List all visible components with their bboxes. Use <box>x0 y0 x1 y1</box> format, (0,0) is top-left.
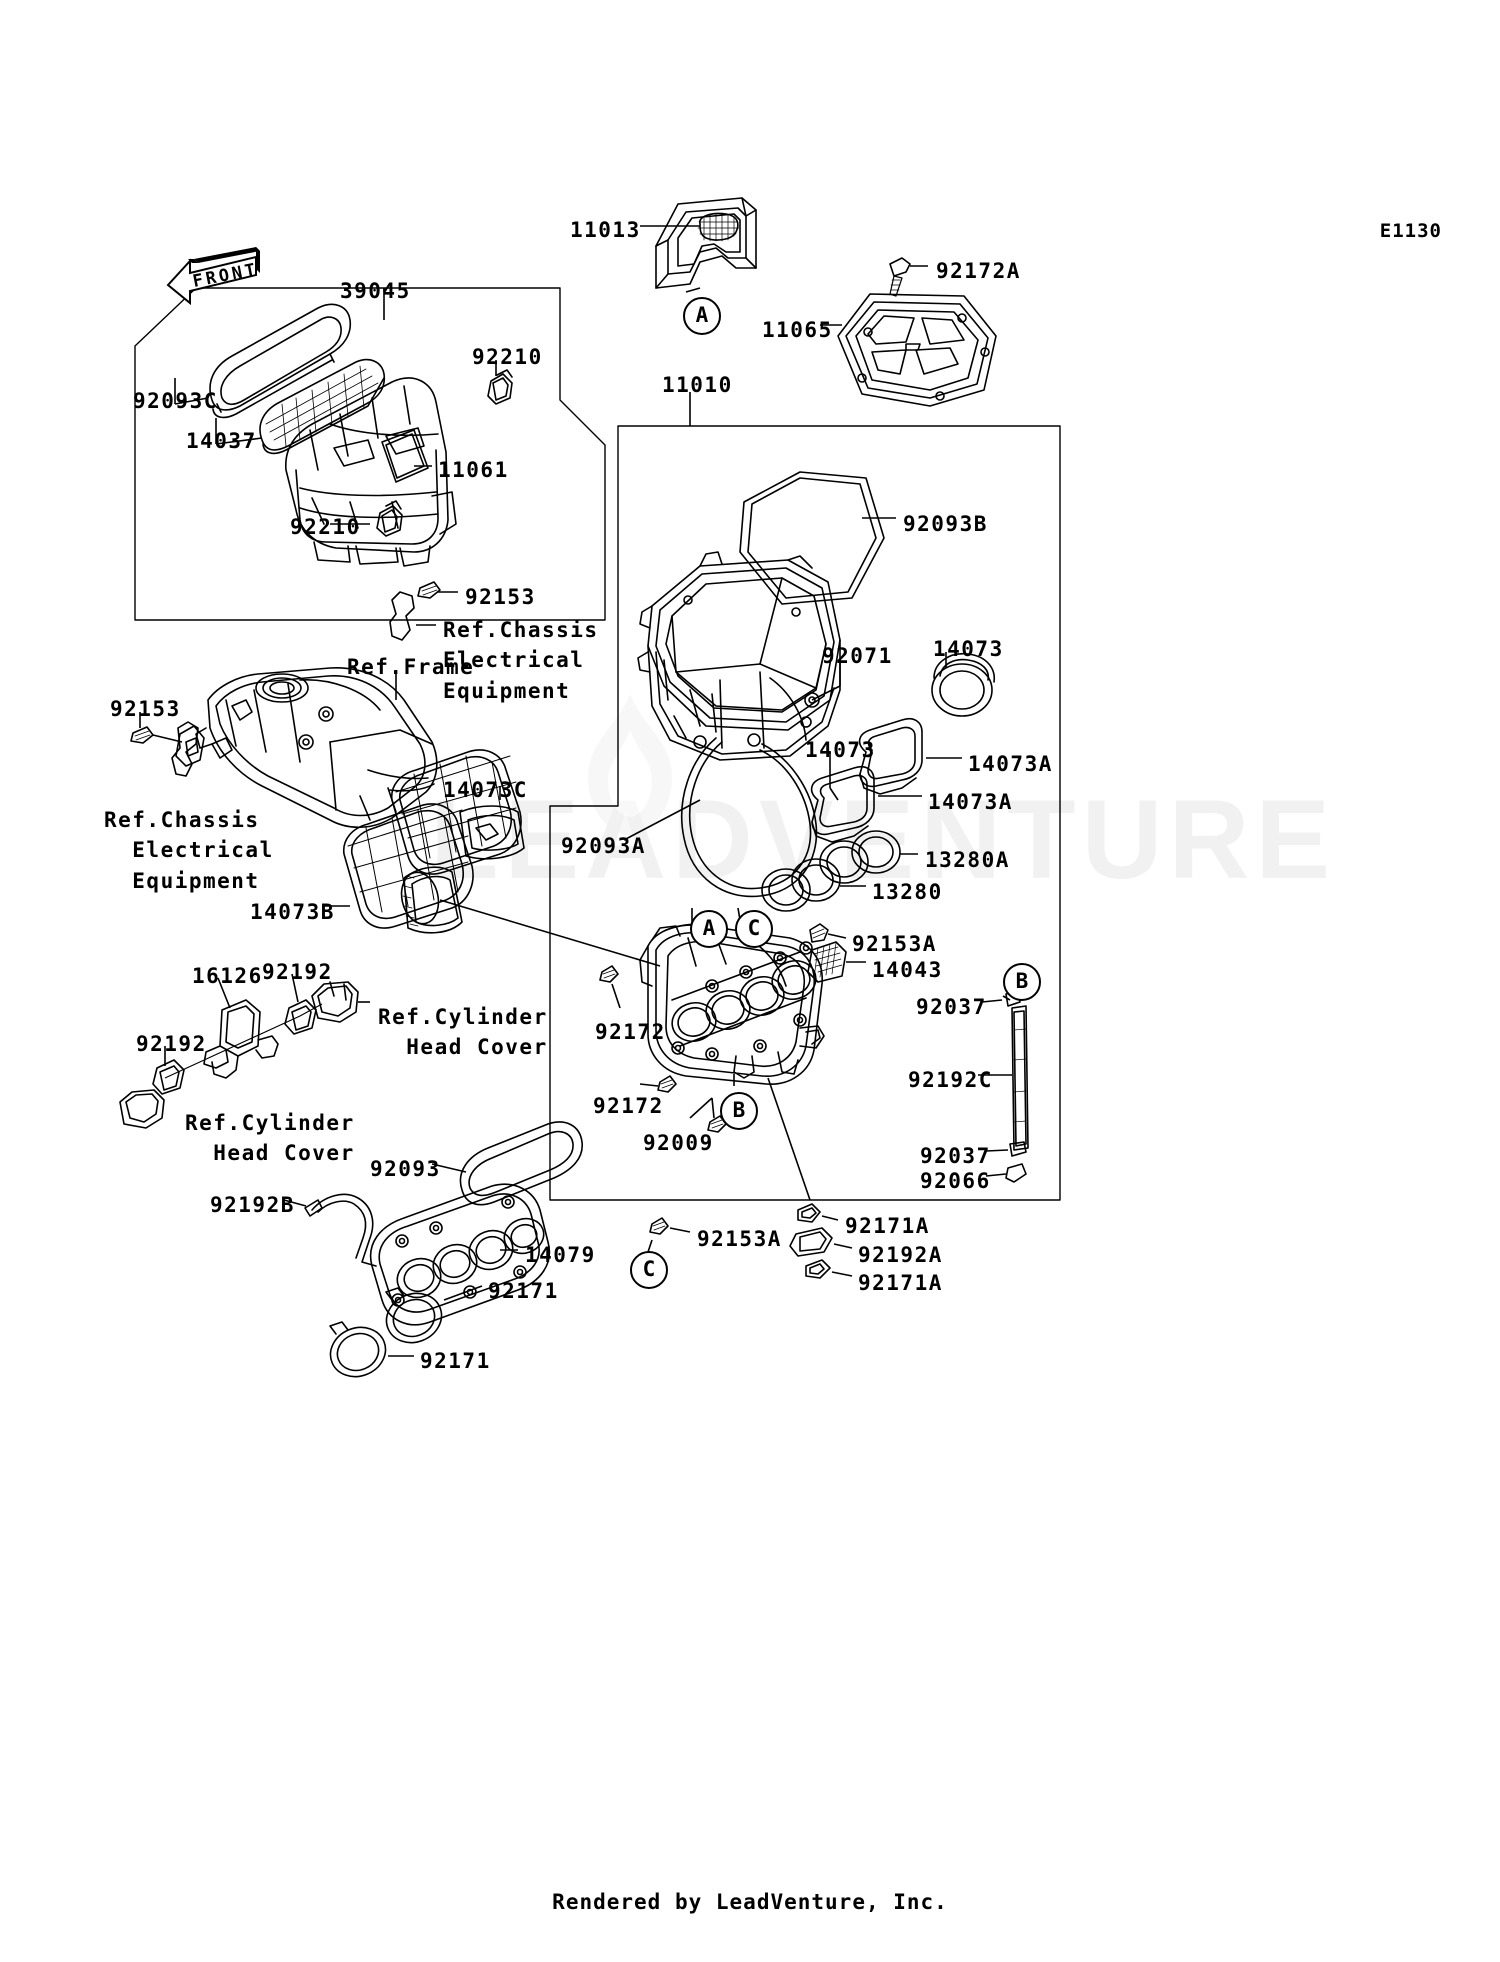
part-number-92172[interactable]: 92172 <box>593 1094 664 1118</box>
part-number-14073a[interactable]: 14073A <box>968 752 1053 776</box>
part-number-92171[interactable]: 92171 <box>420 1349 491 1373</box>
diagram-id-code: E1130 <box>1379 220 1442 242</box>
part-number-11010[interactable]: 11010 <box>662 373 733 397</box>
part-number-14073b[interactable]: 14073B <box>250 900 335 924</box>
front-direction-arrow-icon: FRONT <box>166 247 260 306</box>
part-number-92210[interactable]: 92210 <box>290 515 361 539</box>
part-number-14073[interactable]: 14073 <box>805 738 876 762</box>
part-number-92192a[interactable]: 92192A <box>858 1243 943 1267</box>
callout-a[interactable]: A <box>683 297 721 335</box>
part-number-92093a[interactable]: 92093A <box>561 834 646 858</box>
part-number-14073c[interactable]: 14073C <box>443 778 528 802</box>
part-number-92153a[interactable]: 92153A <box>697 1227 782 1251</box>
part-number-14073a[interactable]: 14073A <box>928 790 1013 814</box>
part-number-14043[interactable]: 14043 <box>872 958 943 982</box>
ref-note: Ref.Chassis Electrical Equipment <box>104 808 274 893</box>
part-number-92093c[interactable]: 92093C <box>133 389 218 413</box>
part-number-92171a[interactable]: 92171A <box>858 1271 943 1295</box>
part-number-92210[interactable]: 92210 <box>472 345 543 369</box>
part-number-14079[interactable]: 14079 <box>525 1243 596 1267</box>
part-number-13280[interactable]: 13280 <box>872 880 943 904</box>
part-number-11065[interactable]: 11065 <box>762 318 833 342</box>
part-number-92009[interactable]: 92009 <box>643 1131 714 1155</box>
ref-note: Ref.Chassis Electrical Equipment <box>443 618 599 703</box>
part-number-92066[interactable]: 92066 <box>920 1169 991 1193</box>
part-number-92171a[interactable]: 92171A <box>845 1214 930 1238</box>
part-number-92172[interactable]: 92172 <box>595 1020 666 1044</box>
callout-c[interactable]: C <box>735 910 773 948</box>
part-number-92192c[interactable]: 92192C <box>908 1068 993 1092</box>
part-number-13280a[interactable]: 13280A <box>925 848 1010 872</box>
part-number-92192b[interactable]: 92192B <box>210 1193 295 1217</box>
ref-note: Ref.Cylinder Head Cover <box>378 1005 548 1060</box>
part-number-11061[interactable]: 11061 <box>438 458 509 482</box>
part-number-16126[interactable]: 16126 <box>192 964 263 988</box>
part-number-39045[interactable]: 39045 <box>340 279 411 303</box>
part-number-92153a[interactable]: 92153A <box>852 932 937 956</box>
callout-b[interactable]: B <box>720 1092 758 1130</box>
render-credit: Rendered by LeadVenture, Inc. <box>552 1890 948 1914</box>
part-number-92153[interactable]: 92153 <box>110 697 181 721</box>
part-number-92172a[interactable]: 92172A <box>936 259 1021 283</box>
part-number-92037[interactable]: 92037 <box>916 995 987 1019</box>
ref-note: Ref.Cylinder Head Cover <box>185 1111 355 1166</box>
part-number-92071[interactable]: 92071 <box>822 644 893 668</box>
part-number-92171[interactable]: 92171 <box>488 1279 559 1303</box>
ref-note: Ref.Frame <box>347 655 475 679</box>
part-number-11013[interactable]: 11013 <box>570 218 641 242</box>
part-number-92192[interactable]: 92192 <box>136 1032 207 1056</box>
part-number-92037[interactable]: 92037 <box>920 1144 991 1168</box>
callout-c[interactable]: C <box>630 1251 668 1289</box>
part-number-14037[interactable]: 14037 <box>186 429 257 453</box>
part-number-92192[interactable]: 92192 <box>262 960 333 984</box>
callout-a[interactable]: A <box>690 910 728 948</box>
part-number-14073[interactable]: 14073 <box>933 637 1004 661</box>
part-number-92093[interactable]: 92093 <box>370 1157 441 1181</box>
part-number-92093b[interactable]: 92093B <box>903 512 988 536</box>
part-number-92153[interactable]: 92153 <box>465 585 536 609</box>
callout-b[interactable]: B <box>1003 963 1041 1001</box>
